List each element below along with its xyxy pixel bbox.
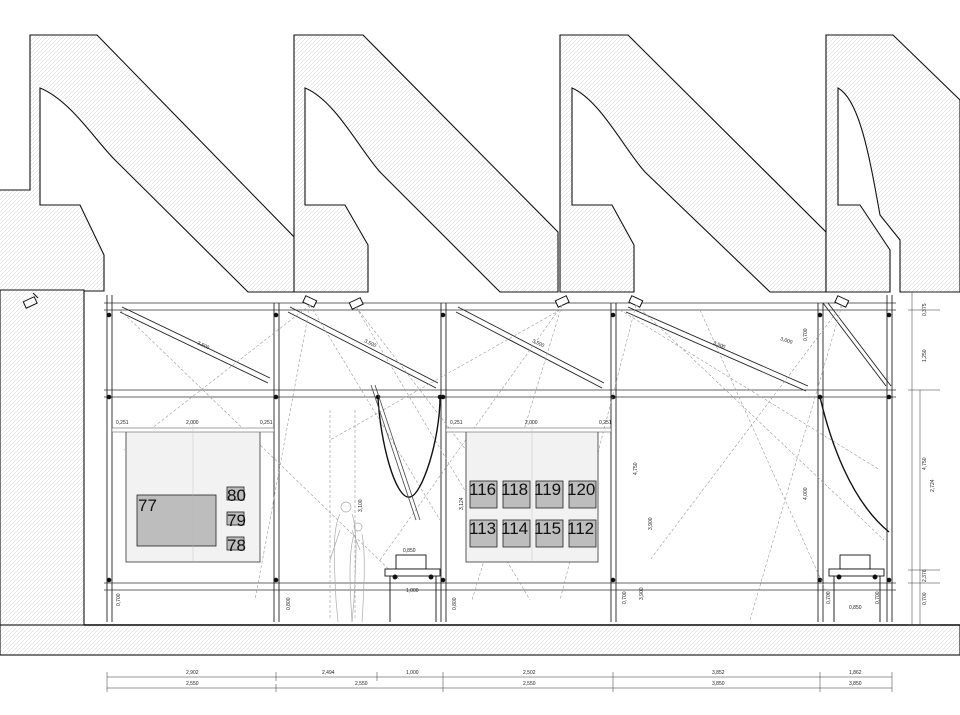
svg-text:0,800: 0,800 bbox=[452, 597, 458, 610]
dimension-labels: 0,251 2,000 0,251 0,251 2,000 0,251 0,85… bbox=[116, 303, 936, 611]
svg-text:2,550: 2,550 bbox=[523, 681, 536, 687]
vertical-posts bbox=[106, 295, 893, 622]
svg-text:1,000: 1,000 bbox=[406, 588, 419, 594]
artwork-113 bbox=[469, 519, 498, 548]
artwork-label-115: 115 bbox=[534, 519, 561, 538]
svg-text:0,700: 0,700 bbox=[826, 591, 832, 604]
svg-text:2,550: 2,550 bbox=[355, 681, 368, 687]
artwork-label-116: 116 bbox=[469, 480, 496, 499]
right-vertical-dimension bbox=[908, 291, 940, 626]
svg-text:3,500: 3,500 bbox=[712, 340, 726, 350]
svg-text:0,251: 0,251 bbox=[260, 420, 273, 426]
human-figure bbox=[329, 501, 365, 623]
svg-text:3,850: 3,850 bbox=[712, 681, 725, 687]
artwork-80 bbox=[226, 486, 245, 501]
left-display-panel: 77 80 79 78 bbox=[111, 420, 275, 563]
svg-text:1,250: 1,250 bbox=[922, 349, 928, 362]
artwork-116 bbox=[469, 480, 498, 509]
svg-text:4,750: 4,750 bbox=[922, 457, 928, 470]
artwork-label-112: 112 bbox=[567, 519, 594, 538]
artwork-label-113: 113 bbox=[469, 519, 496, 538]
artwork-label-80: 80 bbox=[227, 486, 246, 505]
artwork-grid bbox=[469, 480, 597, 548]
svg-text:0,700: 0,700 bbox=[622, 591, 628, 604]
svg-text:3,000: 3,000 bbox=[779, 336, 793, 346]
bottom-dimension-labels: 2,902 2,494 1,000 2,502 3,852 1,862 2,55… bbox=[186, 670, 862, 687]
svg-text:3,500: 3,500 bbox=[531, 338, 545, 349]
artwork-120 bbox=[568, 480, 597, 509]
svg-text:2,000: 2,000 bbox=[525, 420, 538, 426]
svg-text:3,850: 3,850 bbox=[849, 681, 862, 687]
svg-text:2,724: 2,724 bbox=[930, 479, 936, 492]
svg-text:0,375: 0,375 bbox=[922, 303, 928, 316]
floor-slab bbox=[0, 624, 960, 656]
roof-bay-3 bbox=[559, 34, 827, 293]
spotlight-icon bbox=[302, 295, 318, 308]
artwork-label-120: 120 bbox=[567, 480, 595, 499]
artwork-label-119: 119 bbox=[534, 480, 561, 499]
svg-text:4,750: 4,750 bbox=[633, 462, 639, 475]
artwork-label-78: 78 bbox=[227, 536, 246, 555]
roof-bay-1 bbox=[0, 34, 301, 293]
svg-text:0,251: 0,251 bbox=[116, 420, 129, 426]
artwork-77 bbox=[136, 494, 217, 547]
display-tables bbox=[384, 554, 885, 622]
artwork-label-114: 114 bbox=[501, 519, 528, 538]
spotlights bbox=[22, 292, 850, 310]
svg-text:0,251: 0,251 bbox=[599, 420, 612, 426]
svg-text:1,000: 1,000 bbox=[406, 670, 419, 676]
spotlight-icon bbox=[348, 297, 364, 310]
svg-text:0,700: 0,700 bbox=[875, 591, 881, 604]
svg-text:0,800: 0,800 bbox=[286, 597, 292, 610]
artwork-79 bbox=[226, 511, 245, 526]
svg-text:2,550: 2,550 bbox=[186, 681, 199, 687]
artwork-112 bbox=[568, 519, 597, 548]
svg-text:3,900: 3,900 bbox=[648, 517, 654, 530]
spotlight-icon bbox=[554, 295, 570, 308]
svg-text:2,502: 2,502 bbox=[523, 670, 536, 676]
left-wall bbox=[0, 289, 85, 626]
artwork-label-77: 77 bbox=[138, 496, 157, 515]
svg-text:0,700: 0,700 bbox=[922, 592, 928, 605]
spotlight-icon bbox=[834, 295, 850, 308]
svg-text:0,700: 0,700 bbox=[116, 593, 122, 606]
svg-text:1,862: 1,862 bbox=[849, 670, 862, 676]
roof-bay-4 bbox=[825, 34, 960, 293]
svg-text:2,000: 2,000 bbox=[186, 420, 199, 426]
spotlight-icon bbox=[628, 295, 644, 308]
sawtooth-roof bbox=[0, 34, 960, 293]
svg-text:2,376: 2,376 bbox=[922, 569, 928, 582]
artwork-115 bbox=[535, 519, 564, 548]
light-baffles bbox=[119, 302, 892, 392]
svg-text:4,000: 4,000 bbox=[803, 487, 809, 500]
roof-bay-2 bbox=[293, 34, 559, 293]
artwork-119 bbox=[535, 480, 564, 509]
svg-text:2,494: 2,494 bbox=[322, 670, 335, 676]
svg-text:3,500: 3,500 bbox=[363, 338, 377, 349]
artwork-78 bbox=[226, 536, 245, 551]
hanging-fabric bbox=[370, 384, 890, 533]
artwork-118 bbox=[502, 480, 531, 509]
svg-text:0,850: 0,850 bbox=[403, 548, 416, 554]
svg-text:3,500: 3,500 bbox=[196, 340, 210, 351]
right-display-panel: 116 118 119 120 113 114 115 112 bbox=[445, 420, 612, 563]
svg-text:2,902: 2,902 bbox=[186, 670, 199, 676]
svg-text:3,100: 3,100 bbox=[358, 499, 364, 512]
artwork-label-118: 118 bbox=[501, 480, 528, 499]
svg-text:0,850: 0,850 bbox=[849, 605, 862, 611]
suspended-grid bbox=[104, 302, 896, 591]
svg-text:0,251: 0,251 bbox=[450, 420, 463, 426]
artwork-114 bbox=[502, 519, 531, 548]
svg-text:3,124: 3,124 bbox=[459, 497, 465, 510]
artwork-label-79: 79 bbox=[227, 511, 246, 530]
svg-text:0,700: 0,700 bbox=[803, 328, 809, 341]
spotlight-icon bbox=[22, 292, 39, 309]
svg-text:3,852: 3,852 bbox=[712, 670, 725, 676]
bottom-dimension-strings bbox=[106, 672, 893, 692]
svg-text:3,900: 3,900 bbox=[639, 587, 645, 600]
